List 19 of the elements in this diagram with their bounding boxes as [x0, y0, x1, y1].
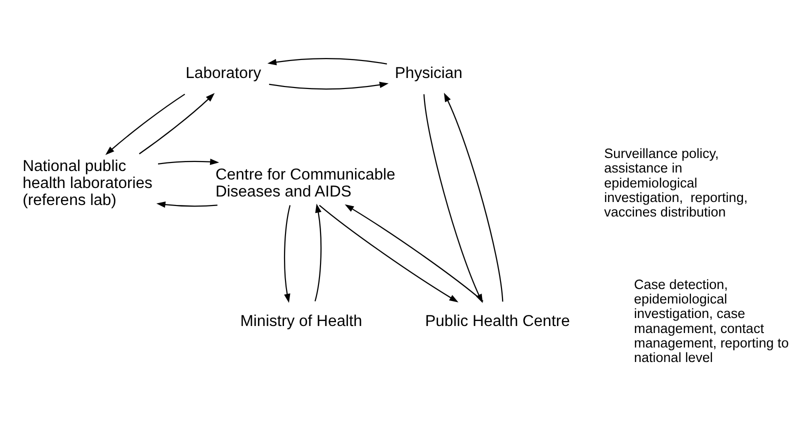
arrow: [138, 93, 214, 154]
arrow: [156, 201, 217, 208]
node-text: Laboratory: [185, 64, 261, 82]
node-text: Centre for Communicable Diseases and AIDS: [214, 166, 395, 200]
arrow: [318, 204, 458, 302]
arrow: [283, 205, 290, 303]
arrow: [268, 82, 388, 90]
node-text: Ministry of Health: [240, 313, 362, 330]
arrow: [314, 204, 322, 302]
arrow: [344, 204, 483, 302]
label: Surveillance policy, assistance in epidemiological investigation, reporting, vaccines distribution: [604, 146, 748, 220]
arrow: [443, 92, 503, 302]
arrow: [266, 58, 386, 66]
node-text: National public health laboratories (referens lab): [22, 158, 152, 209]
arrow: [157, 158, 219, 165]
label: Case detection, epidemiological investigation, case management, contact management, reporting to national level: [633, 276, 788, 366]
node-text: Physician: [394, 64, 462, 82]
arrow: [104, 94, 185, 155]
node-text: Public Health Centre: [424, 313, 570, 330]
